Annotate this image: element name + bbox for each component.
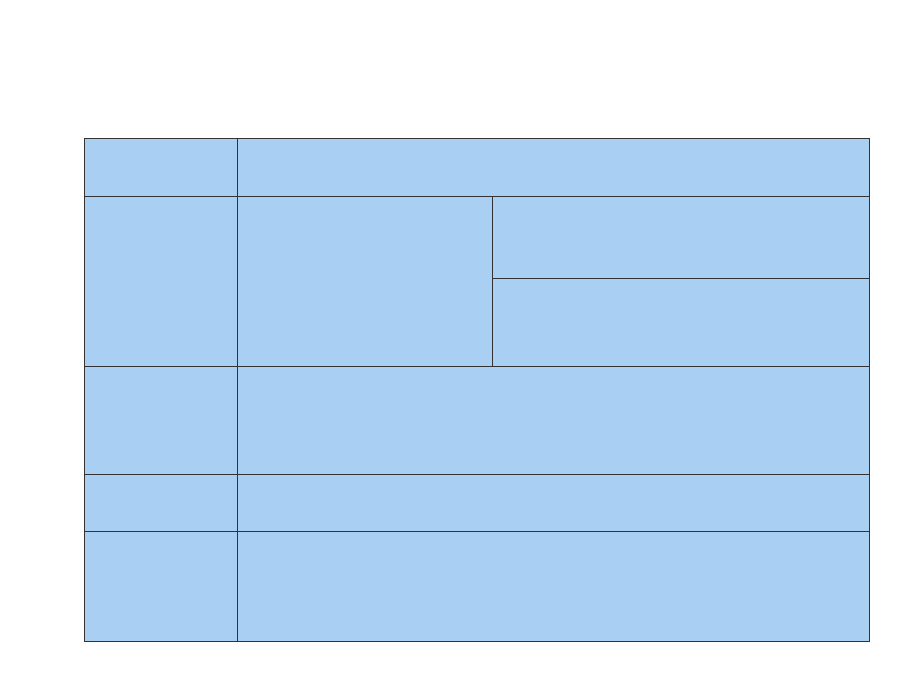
row-increase-category — [84, 196, 238, 367]
row-other-category — [84, 531, 238, 642]
row-increase-within-limit — [237, 196, 493, 367]
row-increase-below-threshold — [492, 196, 870, 279]
header-rules — [237, 138, 870, 197]
row-additional-category — [84, 474, 238, 532]
row-additional-rule — [237, 474, 870, 532]
row-decrease-category — [84, 366, 238, 475]
row-increase-above-threshold — [492, 278, 870, 367]
row-other-rule — [237, 531, 870, 642]
header-category — [84, 138, 238, 197]
row-decrease-rule — [237, 366, 870, 475]
rules-table — [84, 138, 870, 642]
